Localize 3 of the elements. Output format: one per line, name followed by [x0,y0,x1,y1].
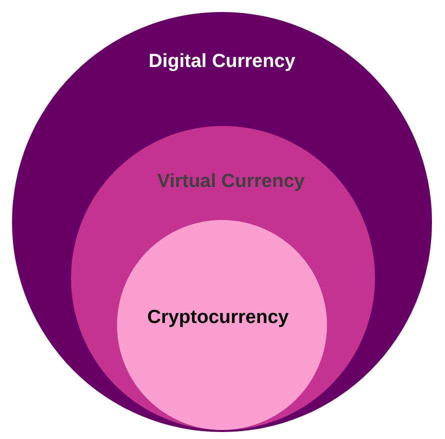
circle-label: Cryptocurrency [147,307,289,328]
circle-label: Digital Currency [148,51,296,72]
circle-label: Virtual Currency [157,171,305,192]
